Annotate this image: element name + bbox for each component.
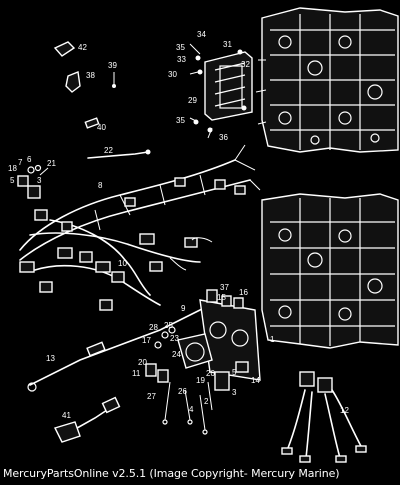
callout-21: 21 [47,159,56,168]
callout-18: 18 [8,164,17,173]
callout-labels: 42 38 39 40 34 35 33 30 31 32 29 35 36 2… [8,30,349,420]
callout-41: 41 [62,411,71,420]
callout-35-lower: 35 [176,116,185,125]
callout-42: 42 [78,43,87,52]
engine-block-lower [261,193,399,349]
callout-25: 25 [164,321,173,330]
callout-3-upper: 3 [37,176,42,185]
engine-block-upper [255,7,399,153]
callout-38: 38 [86,71,95,80]
callout-36: 36 [219,133,228,142]
callout-15: 15 [217,293,226,302]
callout-24: 24 [172,350,181,359]
callout-20-right: 20 [206,369,215,378]
callout-35-upper: 35 [176,43,185,52]
callout-23: 23 [170,334,179,343]
callout-13: 13 [46,354,55,363]
main-wiring-harness [19,144,261,311]
callout-37: 37 [220,283,229,292]
callout-17: 17 [142,336,151,345]
solenoid-bracket [199,289,261,381]
callout-40: 40 [97,123,106,132]
callout-34: 34 [197,30,206,39]
callout-6: 6 [27,155,32,164]
callout-1: 1 [270,335,275,344]
callout-9: 9 [181,304,186,313]
callout-2: 2 [204,397,209,406]
callout-27: 27 [147,392,156,401]
callout-4: 4 [189,405,194,414]
relay-group [17,164,49,199]
exploded-parts-diagram: 42 38 39 40 34 35 33 30 31 32 29 35 36 2… [8,7,399,463]
callout-31: 31 [223,40,232,49]
small-parts-top-left [53,41,116,129]
starter-solenoid-group [145,326,230,435]
image-copyright-caption: MercuryPartsOnline v2.5.1 (Image Copyrig… [3,467,340,480]
callout-3-lower: 3 [232,388,237,397]
callout-12: 12 [340,406,349,415]
callout-16: 16 [239,288,248,297]
connector-harness [54,396,121,443]
callout-7: 7 [18,158,23,167]
callout-26: 26 [178,387,187,396]
callout-28: 28 [149,323,158,332]
callout-14: 14 [251,376,260,385]
callout-5: 5 [10,176,15,185]
callout-39: 39 [108,61,117,70]
ecm-module [189,43,253,139]
callout-11: 11 [132,369,141,378]
callout-19: 19 [196,376,205,385]
callout-22: 22 [104,146,113,155]
callout-30: 30 [168,70,177,79]
callout-33: 33 [177,55,186,64]
callout-20-left: 20 [138,358,147,367]
callout-5-right: 5 [232,368,237,377]
callout-32: 32 [241,60,250,69]
coil-harness [281,371,367,463]
callout-10: 10 [118,259,127,268]
callout-8: 8 [98,181,103,190]
callout-29: 29 [188,96,197,105]
